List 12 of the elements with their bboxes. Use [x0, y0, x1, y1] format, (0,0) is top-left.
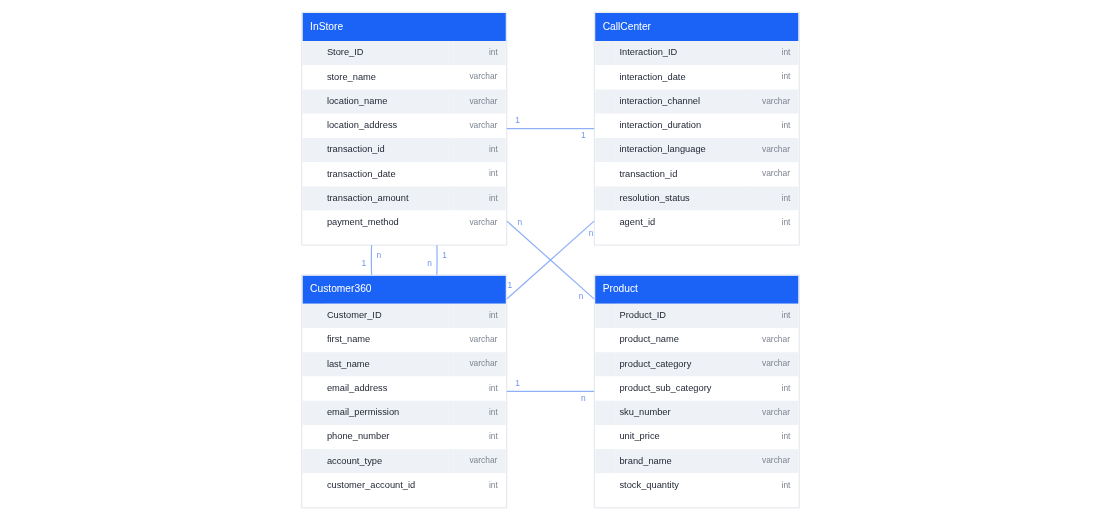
label: 1 — [514, 377, 520, 388]
label: 1 — [514, 115, 520, 126]
label: n — [517, 216, 522, 227]
label: n — [588, 227, 593, 238]
label: n — [426, 257, 432, 268]
label: n — [580, 392, 586, 403]
label: n — [578, 291, 583, 302]
label: 1 — [507, 280, 512, 291]
label: 1 — [580, 130, 586, 141]
label: n — [375, 250, 381, 261]
label: 1 — [361, 258, 366, 269]
label: 1 — [441, 249, 447, 260]
